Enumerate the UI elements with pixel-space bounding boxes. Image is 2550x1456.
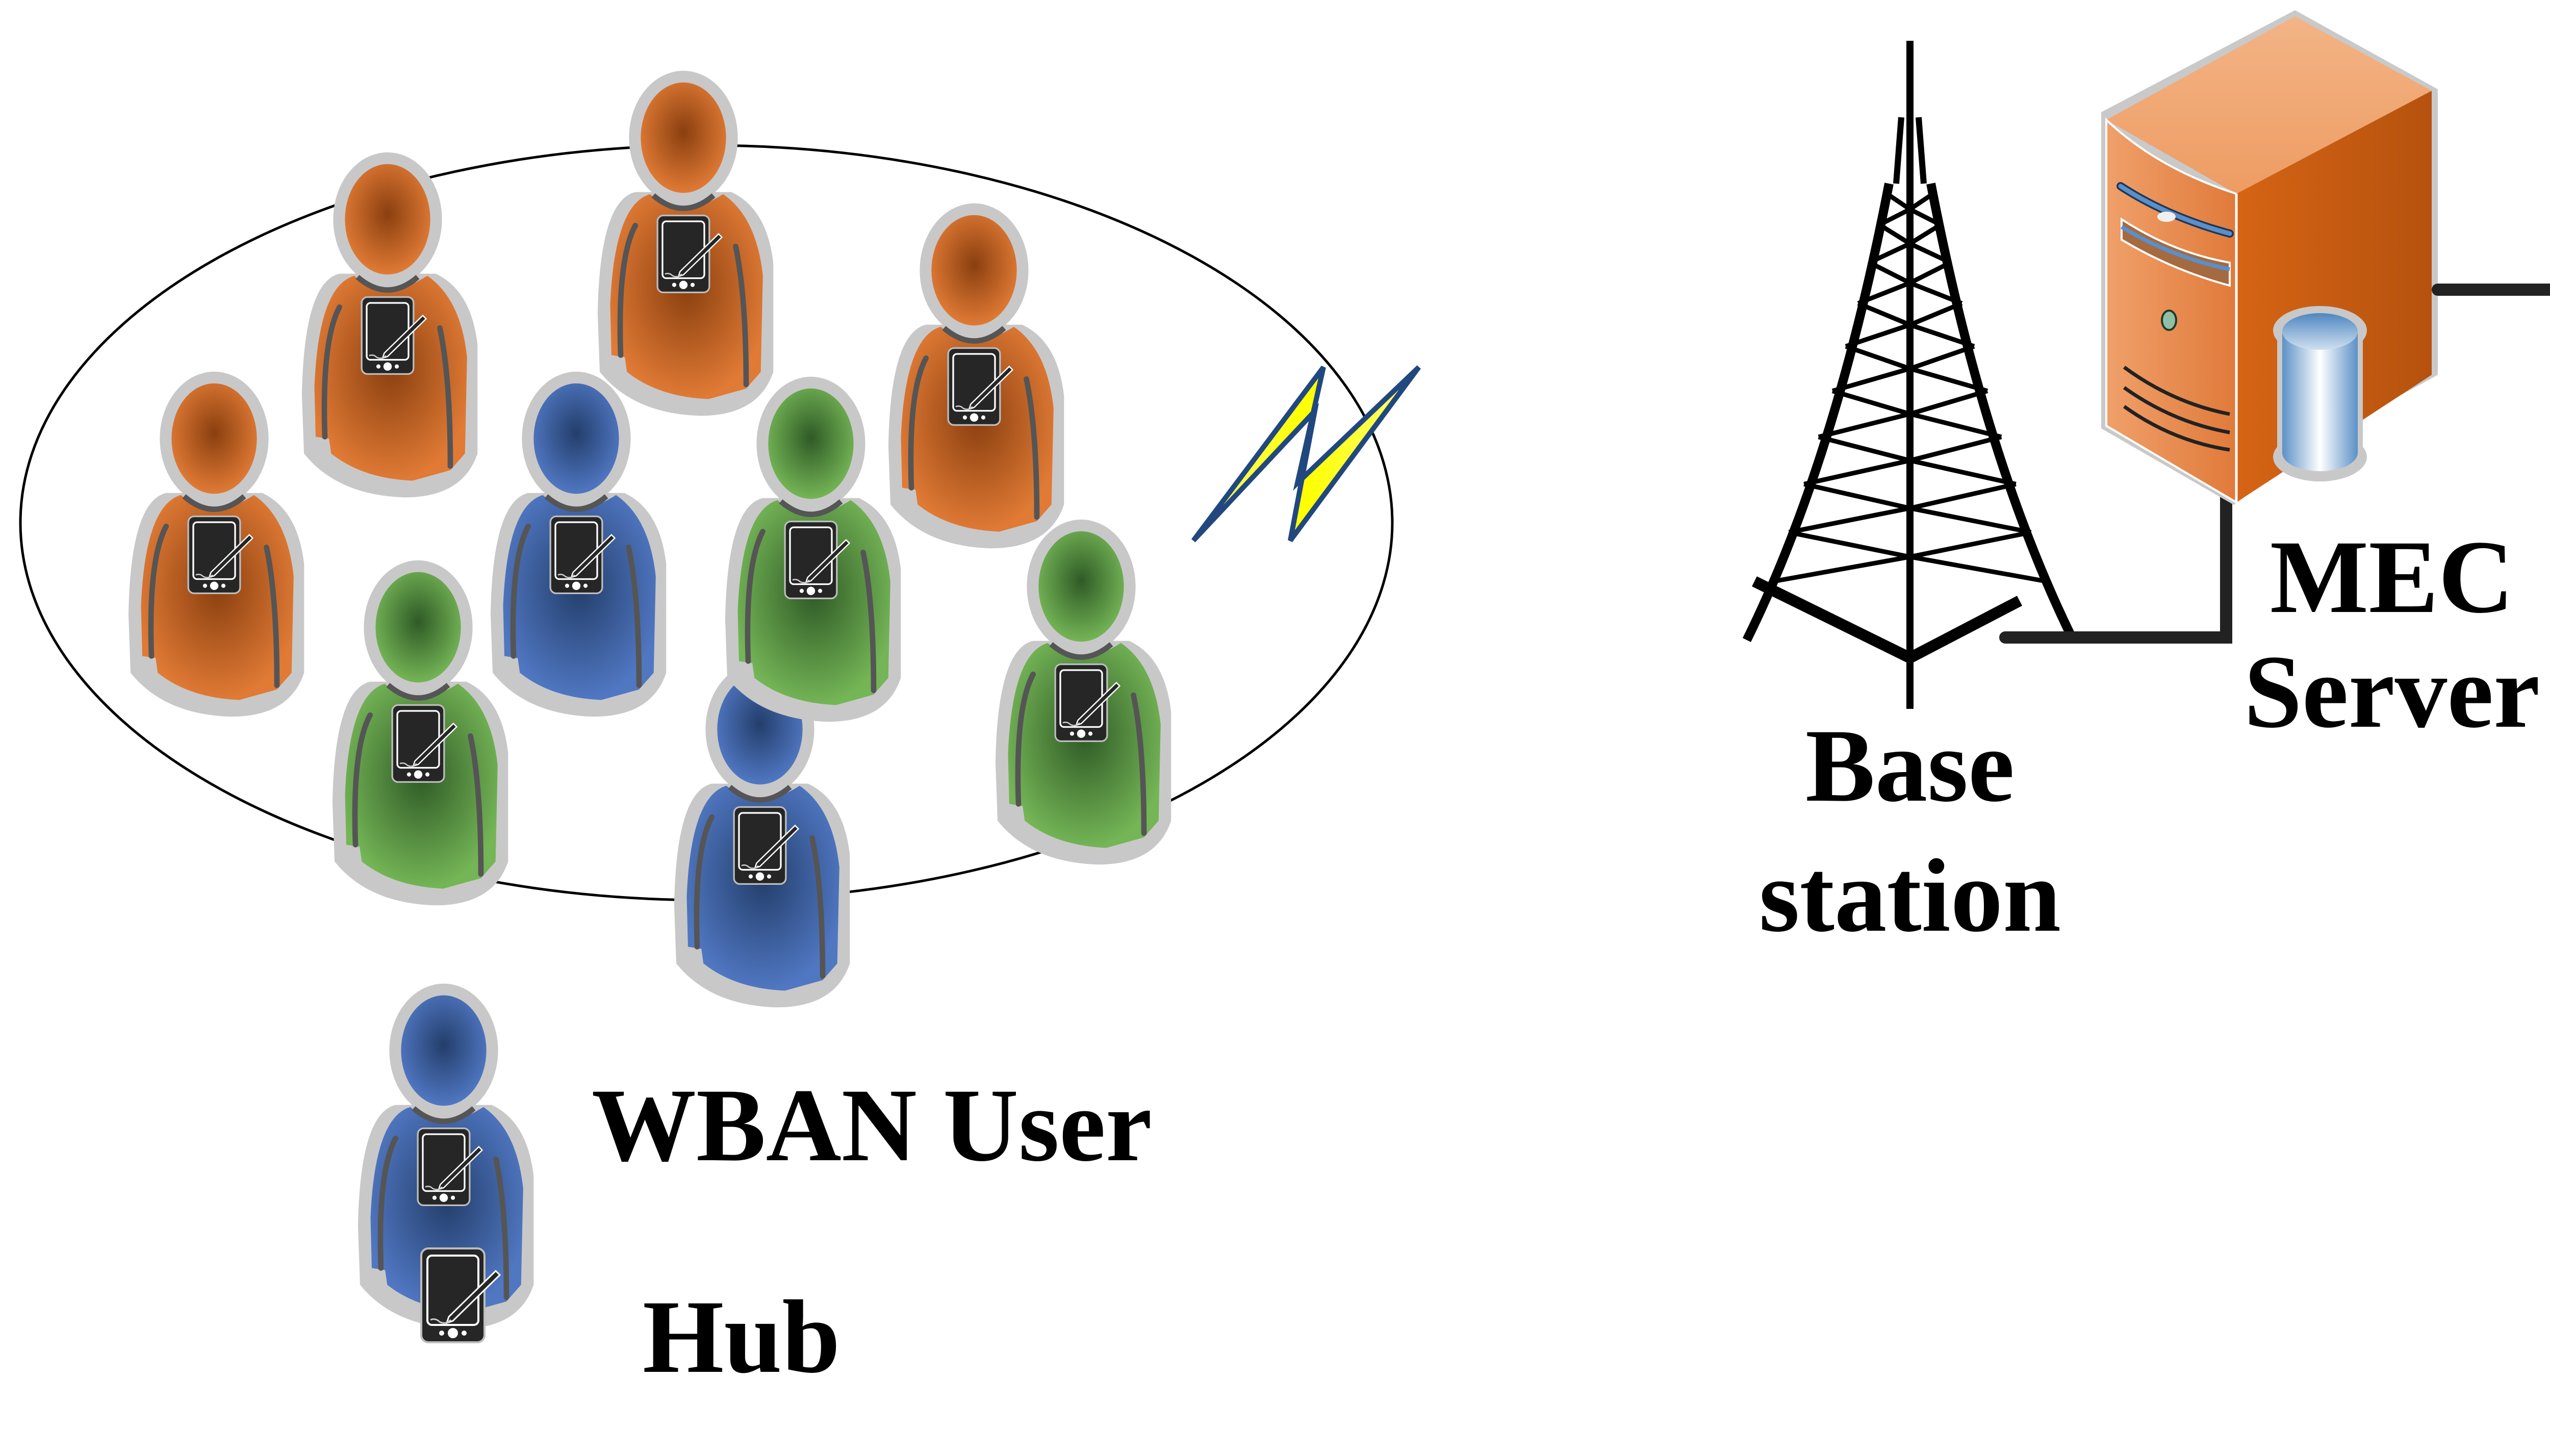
wireless-link-lightning-icon [1191,365,1421,543]
wban-user-green-icon [995,519,1171,865]
wban-user-orange-icon [301,152,478,498]
database-icon [2273,306,2367,481]
wban-user-blue-icon [490,371,667,717]
mec-server-icon [2101,10,2438,505]
wban-user-blue-icon [674,662,850,1008]
mec-server-label-line2: Server [2244,634,2540,750]
base-station-label-line2: station [1759,838,2061,954]
mec-server-label-line1: MEC [2270,519,2514,635]
base-station-label-line1: Base [1805,708,2014,824]
base-station-tower-icon [1742,41,2078,709]
legend-hub-label: Hub [643,1279,840,1395]
legend-wban-user-label: WBAN User [592,1067,1152,1183]
wban-user-orange-icon [597,70,774,416]
wban-user-orange-icon [128,371,304,717]
wban-users-group [128,70,1171,1008]
legend: WBAN User Hub [358,983,1152,1395]
wban-user-orange-icon [888,203,1064,549]
wired-link-bs-mec [1999,461,2232,644]
wban-user-green-icon [725,376,901,722]
wban-user-green-icon [332,560,508,906]
